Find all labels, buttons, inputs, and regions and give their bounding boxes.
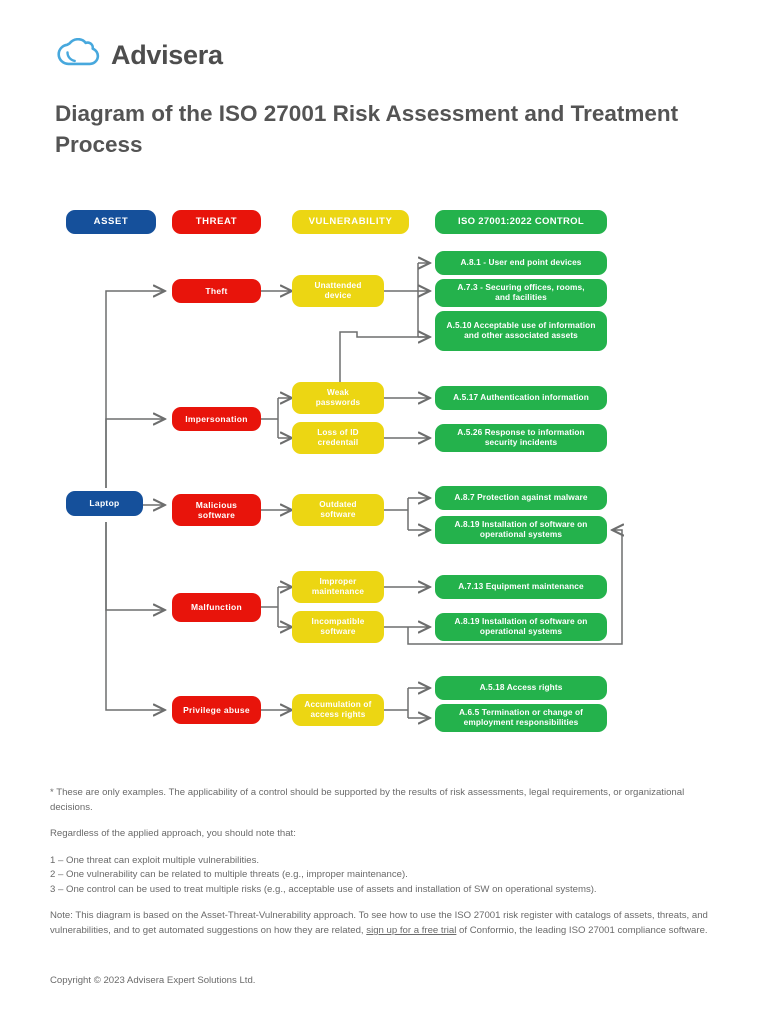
control-node-a-8-19-lower[interactable]: A.8.19 Installation of software on opera… [435,613,607,641]
header-threat: THREAT [172,210,261,234]
control-node-a-5-18[interactable]: A.5.18 Access rights [435,676,607,700]
header-control: ISO 27001:2022 CONTROL [435,210,607,234]
control-node-a-5-10[interactable]: A.5.10 Acceptable use of information and… [435,311,607,351]
control-node-a-7-3[interactable]: A.7.3 - Securing offices, rooms, and fac… [435,279,607,307]
cloud-icon [55,38,101,72]
note-conformio-part1: Note: This diagram is based on the Asset… [50,910,708,937]
control-node-a-8-19-upper[interactable]: A.8.19 Installation of software on opera… [435,516,607,544]
control-node-a-7-13[interactable]: A.7.13 Equipment maintenance [435,575,607,599]
connector-lines [105,195,768,765]
note-point-3: 3 – One control can be used to treat mul… [50,883,597,895]
note-conformio-part2: of Conformio, the leading ISO 27001 comp… [456,925,708,937]
threat-node-privilege-abuse[interactable]: Privilege abuse [172,696,261,724]
footer-notes: * These are only examples. The applicabi… [50,786,710,951]
asset-node-laptop[interactable]: Laptop [66,491,143,516]
vulnerability-node-outdated-software[interactable]: Outdated software [292,494,384,526]
risk-assessment-diagram: ASSET THREAT VULNERABILITY ISO 27001:202… [0,195,768,765]
control-node-a-6-5[interactable]: A.6.5 Termination or change of employmen… [435,704,607,732]
vulnerability-node-improper-maintenance[interactable]: Improper maintenance [292,571,384,603]
header-vulnerability: VULNERABILITY [292,210,409,234]
threat-node-theft[interactable]: Theft [172,279,261,303]
threat-node-malicious-software[interactable]: Malicious software [172,494,261,526]
control-node-a-8-7[interactable]: A.8.7 Protection against malware [435,486,607,510]
page-title: Diagram of the ISO 27001 Risk Assessment… [55,101,679,158]
vulnerability-node-unattended-device[interactable]: Unattended device [292,275,384,307]
free-trial-link[interactable]: sign up for a free trial [366,925,457,937]
copyright-text: Copyright © 2023 Advisera Expert Solutio… [50,975,256,986]
brand-logo: Advisera [55,38,223,72]
control-node-a-5-26[interactable]: A.5.26 Response to information security … [435,424,607,452]
note-disclaimer: * These are only examples. The applicabi… [50,787,685,813]
header-asset: ASSET [66,210,156,234]
control-node-a-8-1[interactable]: A.8.1 - User end point devices [435,251,607,275]
threat-node-malfunction[interactable]: Malfunction [172,593,261,622]
vulnerability-node-incompatible-software[interactable]: Incompatible software [292,611,384,643]
note-points: 1 – One threat can exploit multiple vuln… [50,854,710,898]
vulnerability-node-loss-of-id-credential[interactable]: Loss of ID credentail [292,422,384,454]
note-intro: Regardless of the applied approach, you … [50,828,296,840]
note-point-2: 2 – One vulnerability can be related to … [50,869,408,881]
vulnerability-node-accumulation-of-access-rights[interactable]: Accumulation of access rights [292,694,384,726]
threat-node-impersonation[interactable]: Impersonation [172,407,261,431]
note-conformio: Note: This diagram is based on the Asset… [50,909,710,938]
control-node-a-5-17[interactable]: A.5.17 Authentication information [435,386,607,410]
brand-name: Advisera [111,39,223,70]
note-point-1: 1 – One threat can exploit multiple vuln… [50,854,260,866]
vulnerability-node-weak-passwords[interactable]: Weak passwords [292,382,384,414]
